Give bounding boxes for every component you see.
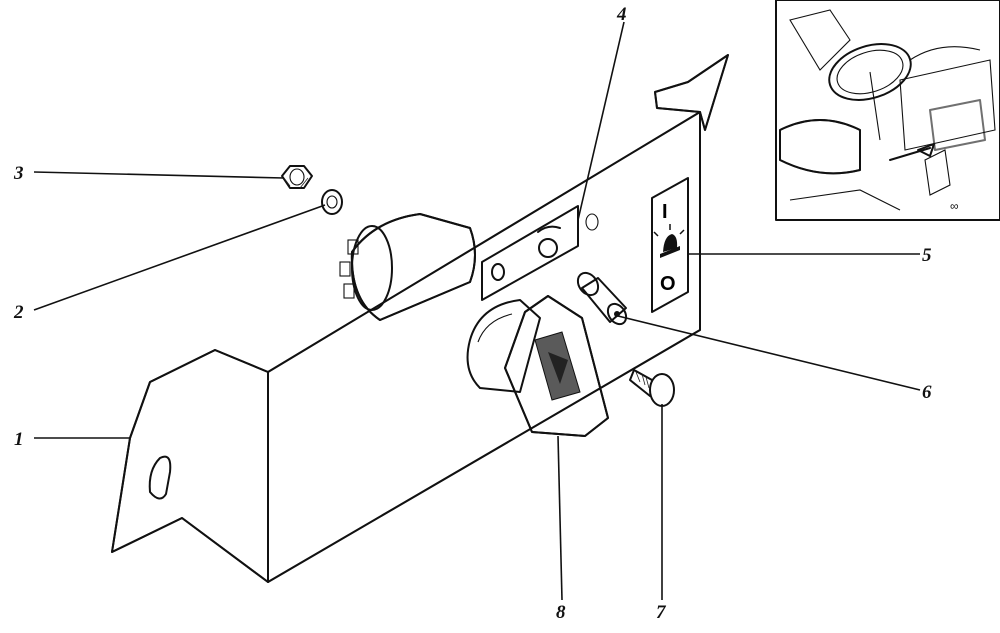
callout-2: 2: [13, 302, 24, 323]
panel-off-mark: O: [660, 273, 676, 295]
panel-position-mark: I: [662, 201, 668, 223]
callout-1: 1: [14, 429, 24, 450]
callout-labels: 1 2 3 4 5 6 7 8: [13, 4, 932, 623]
leader-3: [33, 171, 285, 179]
switch-body-rear: [339, 213, 476, 321]
callout-3: 3: [13, 163, 24, 184]
lamp-switch-panel: I O: [651, 177, 689, 313]
mounting-bracket: [111, 54, 729, 583]
callout-6: 6: [922, 382, 932, 403]
screw: [629, 369, 675, 407]
leader-8: [557, 435, 563, 601]
push-button: [576, 271, 628, 326]
leader-lines: [33, 21, 921, 601]
callout-4: 4: [616, 4, 627, 25]
callout-8: 8: [556, 602, 566, 623]
cab-interior-inset: ∞: [775, 0, 1000, 221]
leader-4: [577, 21, 625, 221]
hex-nut: [281, 165, 313, 189]
washer: [321, 189, 343, 215]
svg-text:∞: ∞: [950, 199, 959, 213]
leader-2: [33, 204, 326, 311]
rotary-knob: [466, 295, 609, 437]
leader-6: [617, 315, 921, 391]
beacon-lamp-icon: [653, 224, 685, 258]
callout-5: 5: [922, 245, 932, 266]
callout-7: 7: [656, 602, 667, 623]
switch-label-plate: [481, 205, 599, 301]
